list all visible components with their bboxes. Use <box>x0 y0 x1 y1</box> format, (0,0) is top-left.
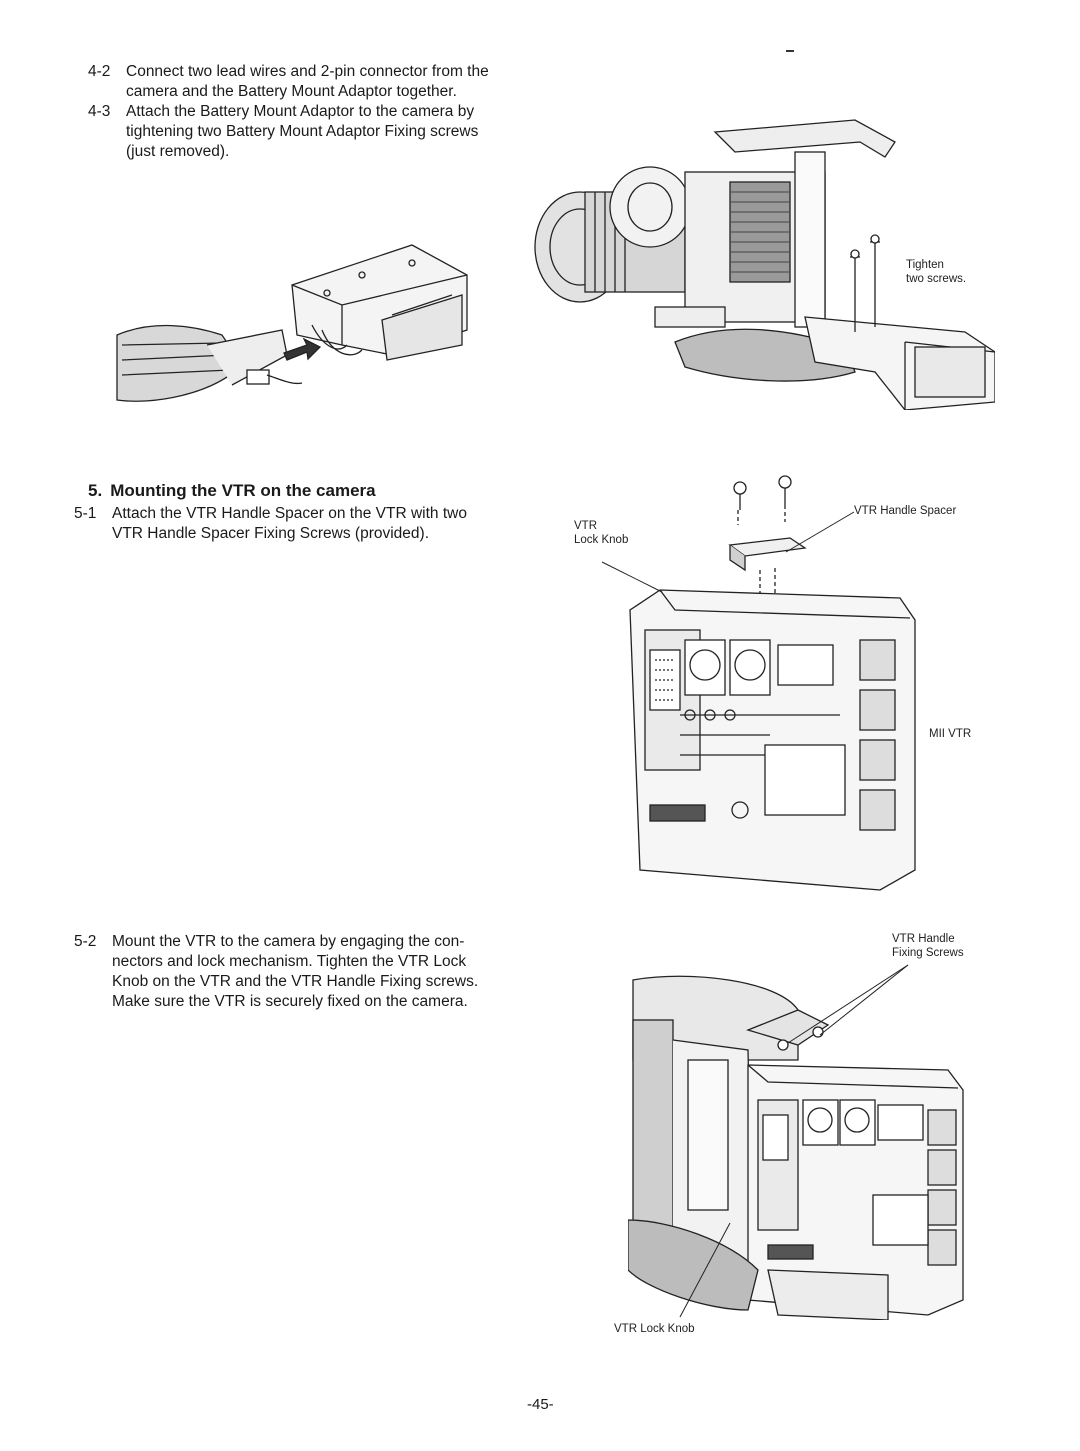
step-line: Knob on the VTR and the VTR Handle Fixin… <box>112 973 479 990</box>
step-text: Attach the Battery Mount Adaptor to the … <box>126 102 496 162</box>
callout-vtr-lock-knob-bottom: VTR Lock Knob <box>614 1323 695 1335</box>
step-number: 5-2 <box>74 933 97 950</box>
leader-lines-mounted <box>679 964 909 1318</box>
callout-line: Fixing Screws <box>892 947 964 959</box>
battery-mount-adaptor-illustration <box>112 235 482 415</box>
step-line: Attach the Battery Mount Adaptor to the … <box>126 103 475 120</box>
step-line: camera and the Battery Mount Adaptor tog… <box>126 83 457 100</box>
mii-vtr-illustration <box>620 470 925 895</box>
callout-line: VTR <box>574 520 597 532</box>
callout-vtr-lock-knob: VTR Lock Knob <box>574 519 628 547</box>
step-line: Mount the VTR to the camera by engaging … <box>112 933 465 950</box>
page-mark <box>786 50 794 52</box>
callout-line: Lock Knob <box>574 534 629 546</box>
callout-vtr-handle-fixing-screws: VTR Handle Fixing Screws <box>892 932 964 960</box>
callout-mii-vtr: MII VTR <box>929 728 972 740</box>
vtr-mounted-illustration <box>628 970 973 1320</box>
camera-with-adaptor-illustration <box>525 112 995 410</box>
callout-line: Tighten <box>906 259 944 271</box>
callout-tighten: Tighten two screws. <box>906 258 966 286</box>
step-line: (just removed). <box>126 143 230 160</box>
step-text: Mount the VTR to the camera by engaging … <box>112 932 496 1012</box>
section-number: 5. <box>88 481 103 500</box>
step-line: VTR Handle Spacer Fixing Screws (provide… <box>112 525 430 542</box>
step-number: 4-2 <box>88 63 111 80</box>
callout-line: VTR Handle <box>892 933 955 945</box>
callout-vtr-handle-spacer: VTR Handle Spacer <box>854 505 957 517</box>
callout-line: two screws. <box>906 273 967 285</box>
step-number: 5-1 <box>74 505 97 522</box>
section-heading: 5. Mounting the VTR on the camera <box>88 481 376 501</box>
section-title: Mounting the VTR on the camera <box>110 481 376 500</box>
step-line: Attach the VTR Handle Spacer on the VTR … <box>112 505 467 522</box>
step-line: Make sure the VTR is securely fixed on t… <box>112 993 468 1010</box>
step-line: tightening two Battery Mount Adaptor Fix… <box>126 123 479 140</box>
step-line: Connect two lead wires and 2-pin connect… <box>126 63 489 80</box>
step-number: 4-3 <box>88 103 111 120</box>
step-text: Attach the VTR Handle Spacer on the VTR … <box>112 504 496 544</box>
step-line: nectors and lock mechanism. Tighten the … <box>112 953 467 970</box>
leader-lines-vtr <box>601 511 855 593</box>
page-number: -45- <box>527 1396 554 1413</box>
step-text: Connect two lead wires and 2-pin connect… <box>126 62 496 102</box>
